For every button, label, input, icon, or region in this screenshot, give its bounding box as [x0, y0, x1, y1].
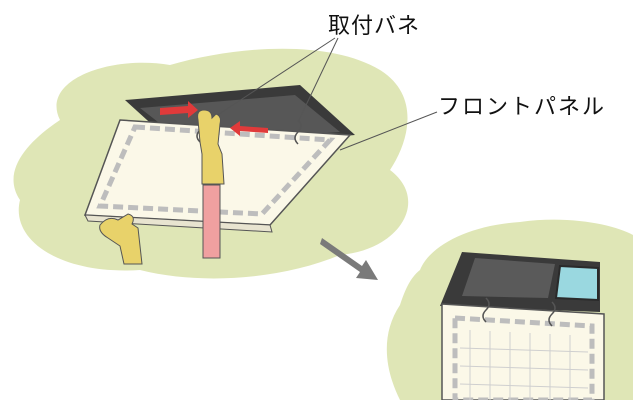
hanging-spring-right — [548, 301, 556, 327]
front-panel-grille — [96, 124, 336, 217]
callout-line-panel — [339, 111, 438, 151]
raised-glove — [197, 109, 225, 185]
front-panel-detail — [441, 303, 605, 400]
mounting-spring-right — [294, 119, 302, 145]
front-panel-detail-grid — [459, 330, 589, 400]
unit-interior-detail — [462, 258, 555, 298]
front-panel-label: フロントパネル — [438, 95, 607, 120]
hanging-spring-left — [482, 297, 490, 323]
lower-glove — [99, 213, 143, 265]
slide-arrow-left — [160, 101, 198, 118]
slide-arrow-right — [230, 121, 268, 136]
callout-line-spring-1 — [209, 37, 336, 121]
callout-line-spring-2 — [297, 37, 339, 123]
filter-window — [554, 264, 599, 302]
raised-arm — [202, 184, 221, 259]
front-panel-detail-grille — [452, 315, 595, 400]
arrow-down-right-icon — [320, 238, 378, 280]
mounting-spring-label: 取付バネ — [328, 14, 421, 39]
